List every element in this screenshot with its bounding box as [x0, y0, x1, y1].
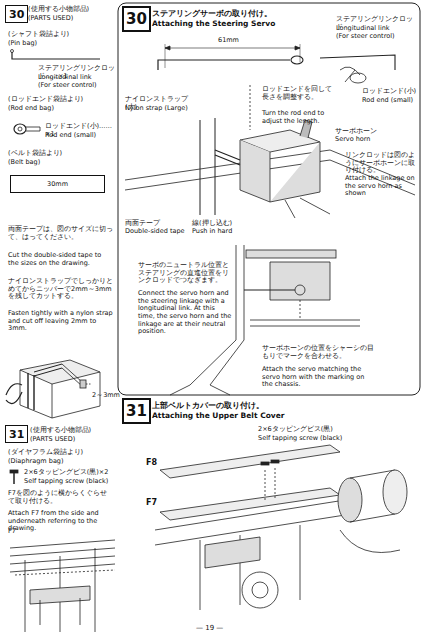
- label: Nylon strap (Large): [125, 105, 195, 113]
- step-number-box: 31: [5, 425, 28, 443]
- rod-hook: [11, 50, 14, 53]
- label: サーボのニュートラル位置とステアリングの直進位置をリンクロッドでつなぎます。: [138, 262, 233, 285]
- belt-cover-illustration: [155, 445, 407, 610]
- step-number: 30: [9, 8, 24, 21]
- label: (Belt bag): [8, 159, 108, 167]
- label: 線(押し込む): [192, 220, 247, 228]
- label: (シャフト袋詰より): [8, 31, 108, 39]
- rod-end: [14, 124, 26, 134]
- label: (PARTS USED): [30, 436, 115, 444]
- label: Rod end (small): [45, 132, 120, 140]
- label: (Rod end bag): [8, 105, 108, 113]
- step-heading: F8: [146, 458, 166, 467]
- screw: [10, 470, 18, 484]
- label: Cut the double-sided tape to the sizes o…: [8, 252, 113, 267]
- label: Rod end (small): [362, 97, 418, 105]
- label: リンクロッドは図のようにサーボホーンに取り付ける。: [345, 152, 417, 175]
- tape-size-box: 30mm: [10, 175, 105, 193]
- label: (使用する小物部品): [30, 427, 115, 435]
- label: サーボホーンの位置をシャーシの目もりでマークを合わせる。: [262, 345, 377, 360]
- step-heading: Attaching the Upper Belt Cover: [152, 412, 352, 421]
- dimension: 30mm: [47, 180, 68, 188]
- label: Turn the rod end to adjust the length.: [262, 110, 332, 125]
- label: 61mm: [218, 37, 248, 45]
- label: F7: [8, 528, 28, 536]
- label: ロッドエンド(小): [362, 88, 418, 96]
- label: Push in hard: [192, 228, 247, 236]
- horn-inset: [320, 55, 395, 83]
- label: サーボホーン: [335, 128, 385, 136]
- label: Self tapping screw (black): [258, 435, 358, 443]
- label: F7を図のように横からくぐらせて取り付ける。: [8, 490, 113, 505]
- label: (使用する小物部品): [28, 6, 118, 14]
- step-heading: F7: [146, 498, 166, 507]
- rod-end-hole: [18, 127, 22, 131]
- step-heading: ステアリングサーボの取り付け。: [152, 9, 352, 18]
- label: (For steer control): [38, 82, 118, 90]
- label: (ベルト袋詰より): [8, 150, 108, 158]
- strap-illustration: [6, 360, 100, 418]
- label: Servo horn: [335, 136, 385, 144]
- label: 2×6タッピングビス(黒)×2: [24, 469, 114, 477]
- label: (Diaphragm bag): [8, 458, 113, 466]
- step-frame: [118, 3, 420, 395]
- label: (ロッドエンド袋詰より): [8, 96, 108, 104]
- label: — 19 —: [196, 624, 236, 632]
- step-number-box: 30: [122, 6, 151, 32]
- label: Attach F7 from the side and underneath r…: [8, 510, 113, 533]
- label: Attach the linkage on the servo horn as …: [345, 175, 417, 198]
- label: 両面テープは、図のサイズに切って、はってください。: [8, 226, 113, 241]
- label: 両面テープ: [125, 220, 185, 228]
- label: Fasten tightly with a nylon strap and cu…: [8, 310, 113, 333]
- label: (ダイヤフラム袋詰より): [8, 449, 113, 457]
- rod-dimension: [158, 44, 303, 70]
- step-heading: 上部ベルトカバーの取り付け。: [152, 401, 352, 410]
- label: 2～3mm: [92, 392, 122, 400]
- step-number-box: 30: [5, 5, 28, 23]
- step-number-box: 31: [122, 398, 151, 424]
- rod-end-shaft: [26, 127, 40, 131]
- label: Self tapping screw (black): [24, 478, 114, 486]
- step-heading: Attaching the Steering Servo: [152, 20, 352, 29]
- step-number: 30: [126, 10, 147, 28]
- label: (For steer control): [336, 33, 416, 41]
- label: ナイロンストラップでしっかりとめてからニッパーで2mm～3mmを残してカットする…: [8, 278, 113, 301]
- label: Longitudinal link: [38, 74, 118, 82]
- label: (Pin bag): [8, 40, 108, 48]
- f7-illustration: [10, 540, 115, 632]
- link-rod: [12, 52, 100, 59]
- label: Longitudinal link: [336, 25, 416, 33]
- label: Attach the servo matching the servo horn…: [262, 366, 377, 389]
- label: Connect the servo horn and the steering …: [138, 290, 233, 336]
- label: (PARTS USED): [28, 15, 118, 23]
- step-number: 31: [126, 402, 147, 420]
- label: 2×6タッピングビス(黒): [258, 426, 358, 434]
- label: ロッドエンドを回して長さを調整する。: [262, 86, 332, 101]
- step-number: 31: [9, 428, 24, 441]
- label: Double-sided tape: [125, 228, 185, 236]
